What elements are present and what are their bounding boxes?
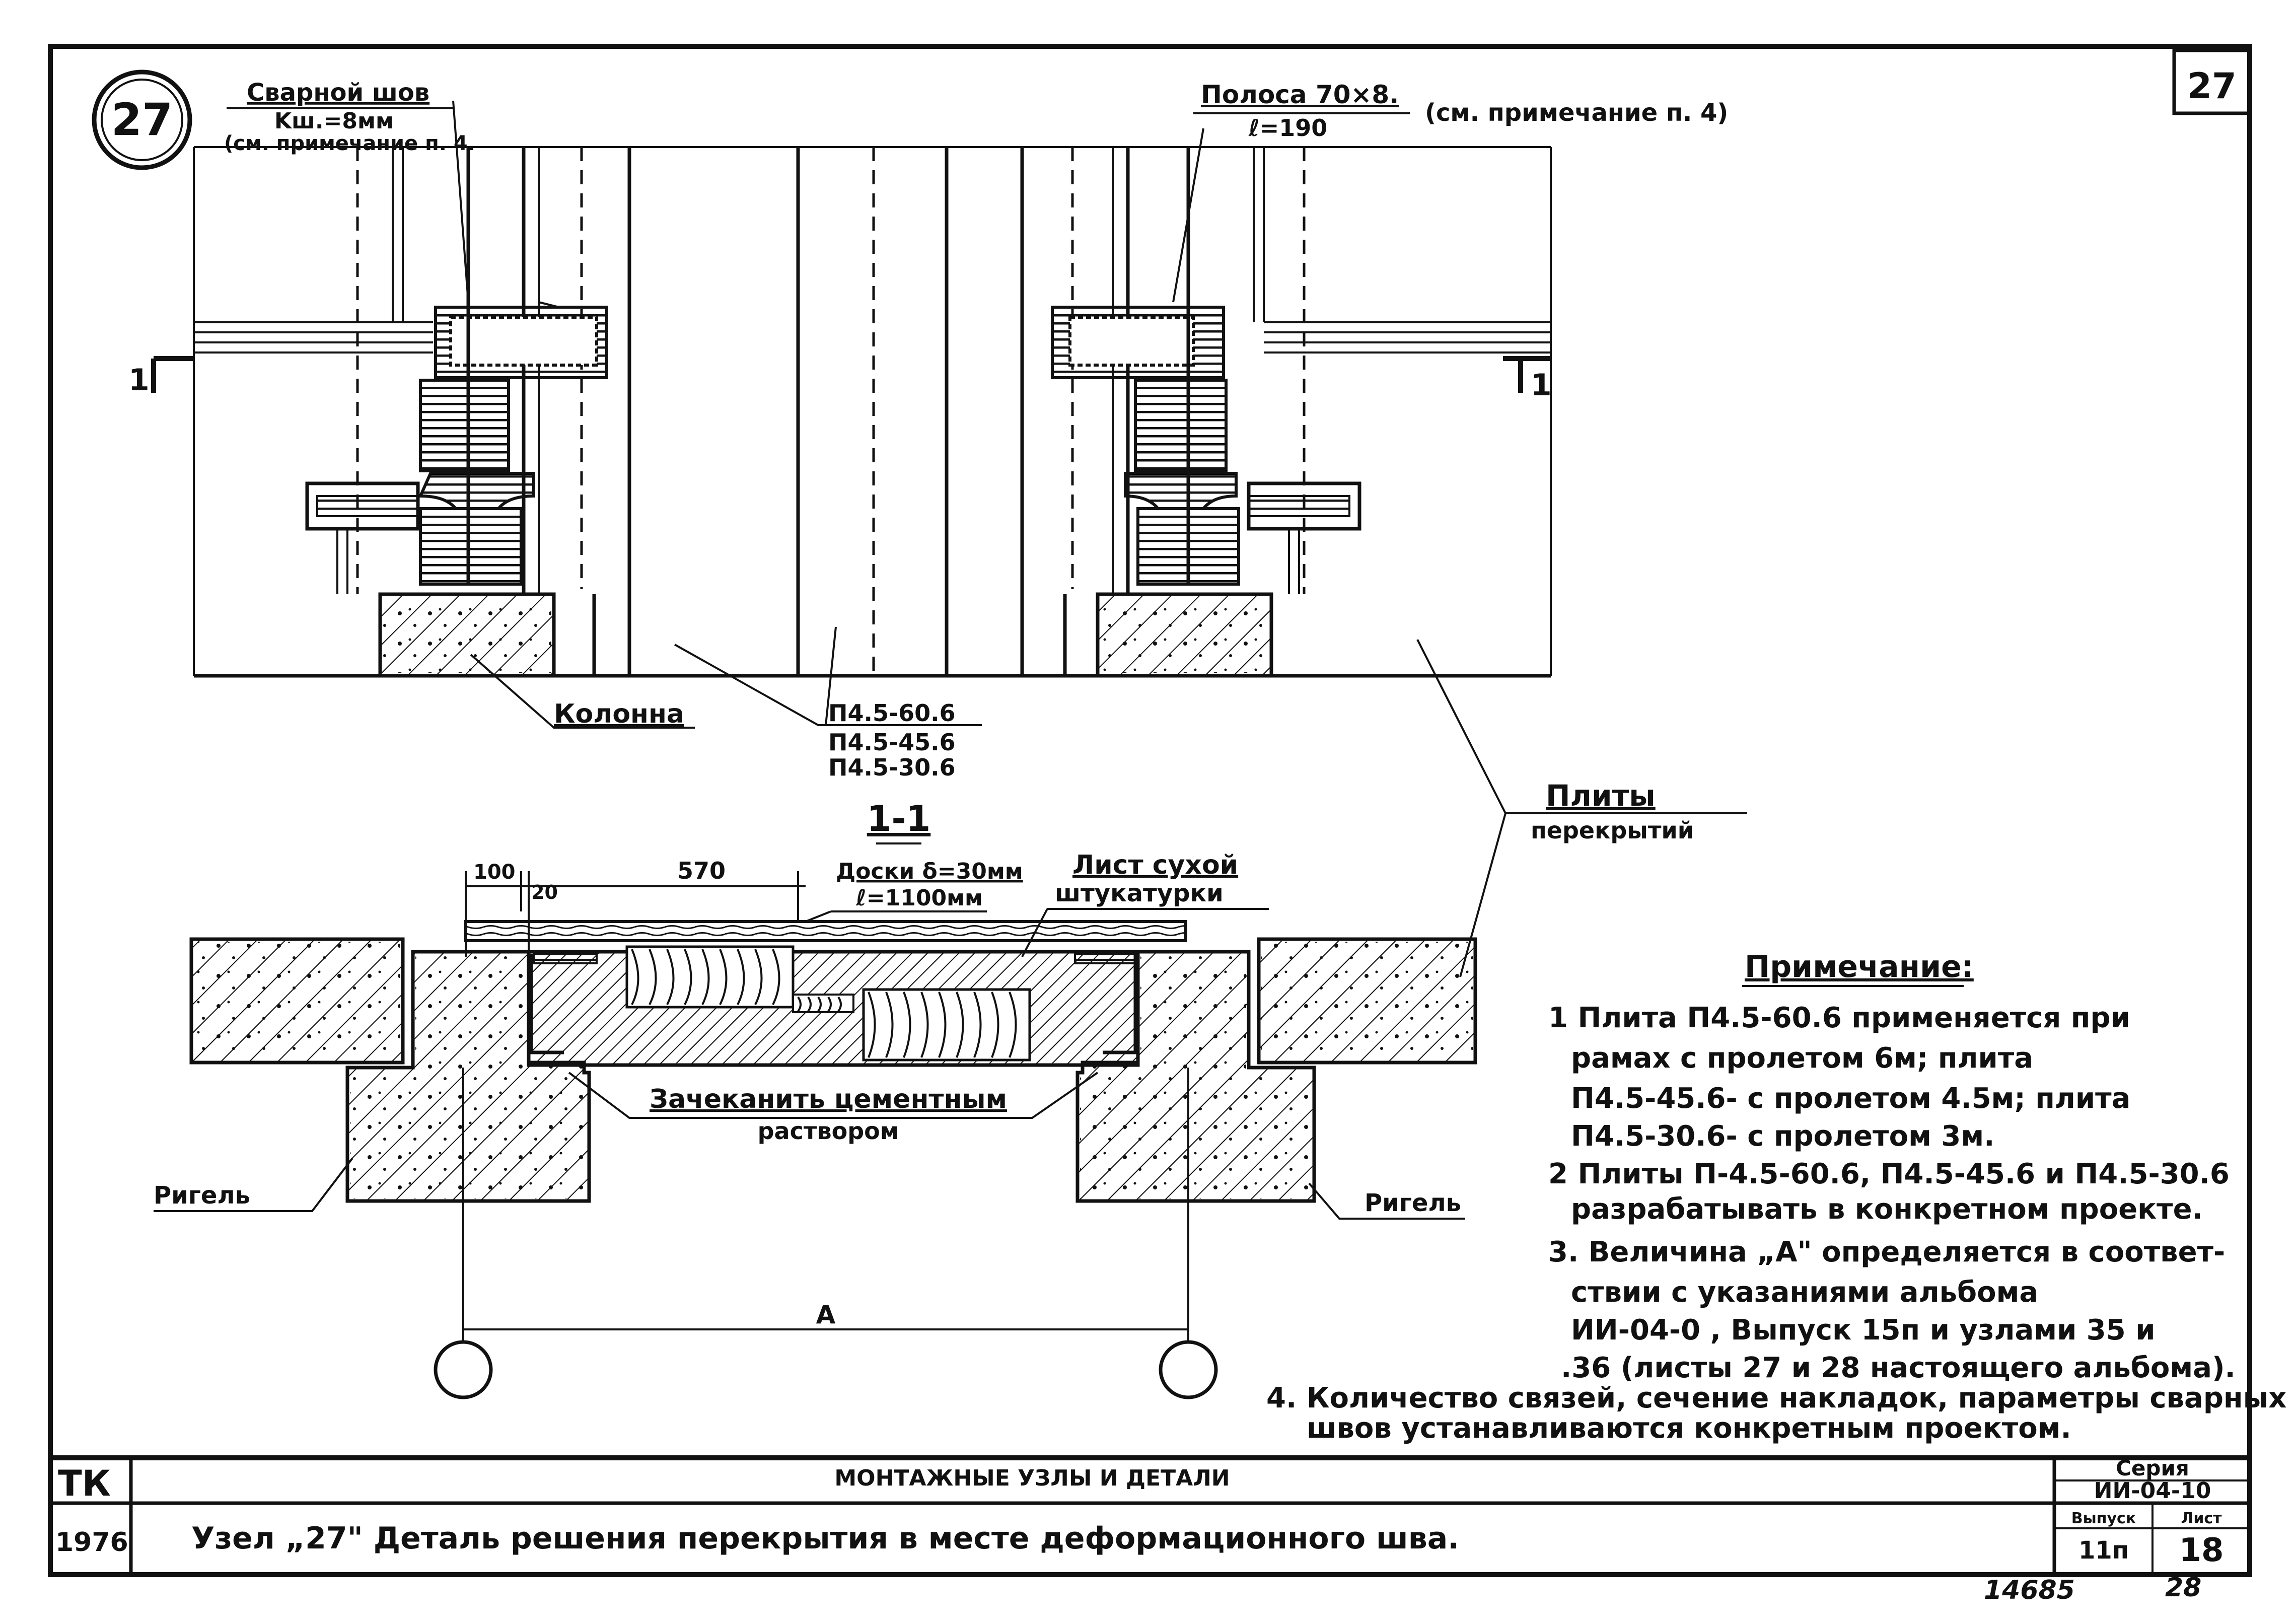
top-plan-view: 1 1 [128,100,1552,678]
plate-mark-1: П4.5-60.6 [828,699,956,727]
slabs-label-2: перекрытий [1531,817,1694,844]
notes-heading: Примечание: [1745,949,1974,984]
section-mark-left: 1 [128,363,150,398]
section-heading: МОНТАЖНЫЕ УЗЛЫ И ДЕТАЛИ [834,1465,1230,1491]
org-code: ТК [58,1463,111,1504]
notes-block: Примечание: 1 Плита П4.5-60.6 применяетс… [1266,949,2286,1445]
strip-length-label: ℓ=190 [1248,114,1327,142]
note-line-2: рамах с пролетом 6м; плита [1571,1042,2033,1075]
section-mark-right: 1 [1531,368,1552,403]
note-line-1: 1 Плита П4.5-60.6 применяется при [1548,1002,2130,1034]
beam-label-right: Ригель [1365,1189,1461,1217]
series-value: ИИ-04-10 [2094,1478,2211,1504]
sheet-label: Лист [2181,1510,2222,1527]
plate-mark-2: П4.5-45.6 [828,729,956,756]
note-line-3: П4.5-45.6- с пролетом 4.5м; плита [1571,1082,2130,1115]
boards-length-label: ℓ=1100мм [855,885,983,911]
node-badge-circle [92,69,192,170]
section-1-1: 100 20 570 Доски δ=30мм ℓ=1100мм Лист су… [154,850,1477,1399]
note-line-7: 3. Величина „А" определяется в соответ- [1548,1236,2225,1268]
boards-label: Доски δ=30мм [836,859,1023,884]
column-label: Колонна [554,699,684,729]
strip-note-label: (см. примечание п. 4) [1425,99,1728,127]
note-line-11: 4. Количество связей, сечение накладок, … [1266,1382,2286,1415]
series-label: Серия [2116,1456,2189,1480]
sheet-outer-frame [48,44,2252,1577]
note-line-9: ИИ-04-0 , Выпуск 15п и узлами 35 и [1571,1314,2155,1347]
weld-label: Сварной шов [247,79,429,107]
sheet-corner-number: 27 [2187,65,2236,107]
dim-100: 100 [473,861,516,884]
left-column-assembly [305,147,608,678]
sheet-value: 18 [2179,1532,2223,1569]
note-line-10: .36 (листы 27 и 28 настоящего альбома). [1561,1352,2236,1384]
title-block: ТК 1976 МОНТАЖНЫЕ УЗЛЫ И ДЕТАЛИ Узел „27… [50,1455,2250,1575]
beam-label-left: Ригель [154,1181,250,1210]
strip-label: Полоса 70×8. [1201,80,1399,109]
dim-570: 570 [677,857,726,884]
right-column-assembly [1051,147,1361,678]
axis-marker-left [434,1340,493,1399]
note-line-12: швов устанавливаются конкретным проектом… [1307,1412,2071,1445]
issue-value: 11п [2078,1536,2129,1565]
weld-note-label: (см. примечание п. 4. [224,132,475,155]
axis-marker-right [1159,1340,1218,1399]
caulk-label: Зачеканить цементным [650,1084,1007,1114]
page-number: 28 [2165,1573,2201,1603]
section-title: 1-1 [867,798,930,839]
slabs-label: Плиты [1546,779,1656,813]
dim-a-label: А [816,1300,836,1329]
drawing-title: Узел „27" Деталь решения перекрытия в ме… [191,1521,1459,1556]
node-badge-inner [101,79,183,161]
sheet-corner-box [2172,48,2252,115]
drywall-label: Лист сухой [1072,850,1238,880]
plate-mark-3: П4.5-30.6 [828,754,956,781]
note-line-8: ствии с указаниями альбома [1571,1276,2038,1309]
dim-20: 20 [531,881,558,903]
note-line-6: разрабатывать в конкретном проекте. [1571,1193,2203,1226]
drywall-label-2: штукатурки [1055,879,1224,907]
archive-number: 14685 [1984,1575,2075,1605]
note-line-4: П4.5-30.6- с пролетом 3м. [1571,1120,1994,1153]
weld-size-label: Kш.=8мм [274,108,394,134]
issue-label: Выпуск [2071,1510,2136,1527]
year: 1976 [55,1527,128,1558]
node-badge-number: 27 [111,94,173,146]
note-line-5: 2 Плиты П-4.5-60.6, П4.5-45.6 и П4.5-30.… [1548,1158,2230,1190]
caulk-label-2: раствором [758,1117,899,1145]
